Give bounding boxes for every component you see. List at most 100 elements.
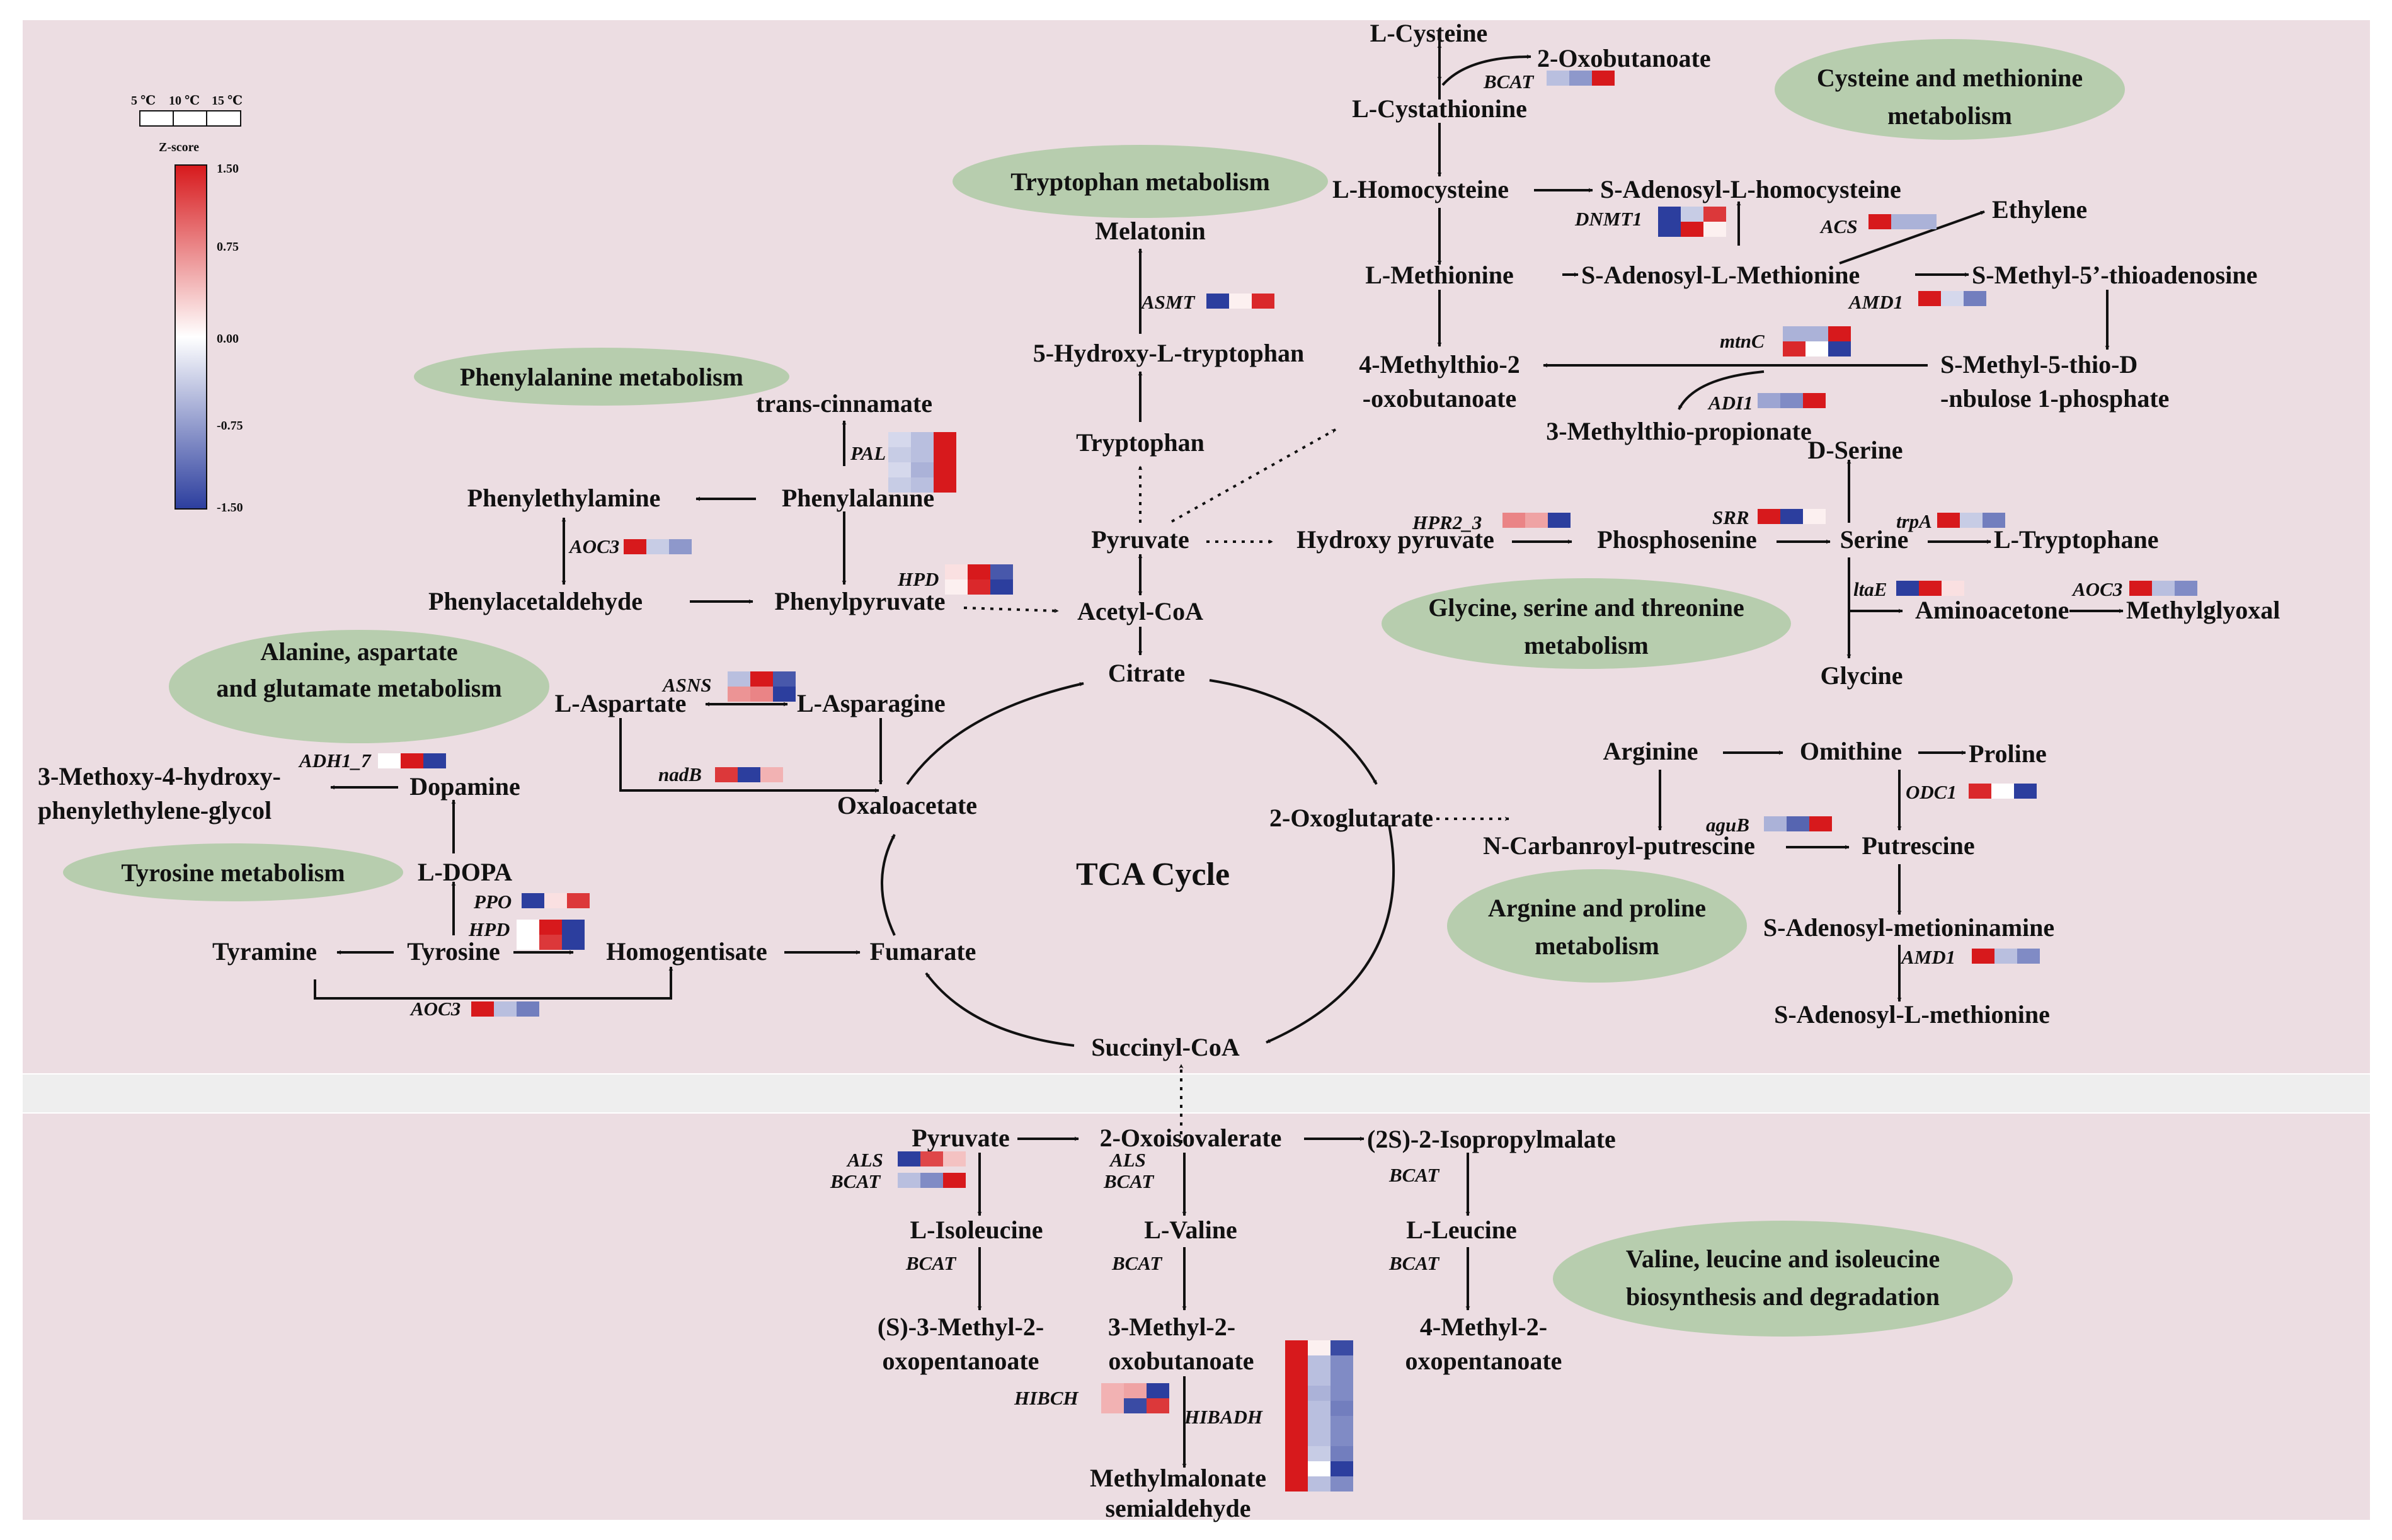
pathway-tryptophan: Tryptophan metabolism bbox=[1010, 168, 1270, 196]
node-l-cystathionine: L-Cystathionine bbox=[1352, 94, 1527, 123]
heatmap-cell bbox=[1229, 294, 1252, 309]
node-pyruvate: Pyruvate bbox=[1091, 525, 1189, 554]
node-carbamoyl-putrescine: N-Carbanroyl-putrescine bbox=[1483, 831, 1755, 860]
node-serine: Serine bbox=[1840, 525, 1909, 554]
heatmap-aoc3-tyr bbox=[471, 1001, 539, 1017]
heatmap-acs bbox=[1868, 214, 1937, 229]
heatmap-cell bbox=[1803, 393, 1826, 408]
pathway-phenylalanine: Phenylalanine metabolism bbox=[460, 363, 743, 391]
heatmap-cell bbox=[728, 671, 750, 687]
heatmap-cell bbox=[934, 447, 956, 462]
node-methyl-oxobutanoate-line1: 3-Methyl-2- bbox=[1108, 1313, 1235, 1341]
legend-temp-15: 15 ℃ bbox=[212, 94, 243, 108]
node-l-leucine: L-Leucine bbox=[1406, 1216, 1517, 1244]
enzyme-asns: ASNS bbox=[661, 674, 712, 696]
node-l-isoleucine: L-Isoleucine bbox=[910, 1216, 1043, 1244]
heatmap-cell bbox=[1964, 291, 1986, 306]
node-l-methionine: L-Methionine bbox=[1365, 261, 1514, 289]
node-l-dopa: L-DOPA bbox=[418, 858, 512, 886]
heatmap-cell bbox=[1942, 581, 1964, 596]
node-l-cysteine: L-Cysteine bbox=[1370, 19, 1488, 47]
heatmap-cell bbox=[1285, 1355, 1308, 1371]
enzyme-adi1: ADI1 bbox=[1707, 392, 1753, 414]
heatmap-cell bbox=[1828, 326, 1851, 341]
node-dopamine: Dopamine bbox=[409, 772, 520, 801]
heatmap-bcat-1 bbox=[898, 1173, 966, 1188]
legend-temp-5: 5 ℃ bbox=[131, 94, 156, 108]
heatmap-dnmt1 bbox=[1658, 207, 1726, 237]
node-oxaloacetate: Oxaloacetate bbox=[837, 791, 977, 819]
heatmap-cell bbox=[1803, 509, 1826, 524]
pathway-labels: Cysteine and methionine metabolism Trypt… bbox=[63, 39, 2125, 1337]
legend-colorbar bbox=[175, 164, 207, 510]
heatmap-cell bbox=[1941, 291, 1964, 306]
heatmap-cell bbox=[1308, 1446, 1330, 1461]
node-s-adenosyl-methioninamine: S-Adenosyl-metioninamine bbox=[1763, 913, 2054, 942]
heatmap-cell bbox=[1569, 71, 1592, 86]
tca-cycle-label: TCA Cycle bbox=[1076, 857, 1230, 893]
enzyme-als-1: ALS bbox=[846, 1149, 883, 1171]
heatmap-bcat-top bbox=[1547, 71, 1615, 86]
node-s-methyl-thio-d-line1: S-Methyl-5-thio-D bbox=[1940, 350, 2137, 379]
heatmap-cell bbox=[920, 1151, 943, 1166]
heatmap-hpd-tyr bbox=[517, 920, 585, 950]
enzyme-hpr2: HPR2_3 bbox=[1412, 511, 1482, 533]
legend-tick-low: -0.75 bbox=[217, 419, 243, 433]
legend-tick-zero: 0.00 bbox=[217, 332, 239, 346]
heatmap-cell bbox=[517, 920, 539, 935]
heatmap-cell bbox=[728, 687, 750, 702]
heatmap-cell bbox=[1681, 222, 1703, 237]
heatmap-cell bbox=[1206, 294, 1229, 309]
heatmap-trpa bbox=[1937, 513, 2005, 528]
heatmap-cell bbox=[990, 564, 1013, 579]
enzyme-hpd-phe: HPD bbox=[897, 568, 939, 590]
pathway-tyrosine: Tyrosine metabolism bbox=[121, 858, 345, 887]
node-methylmalonate-line2: semialdehyde bbox=[1105, 1494, 1250, 1522]
heatmap-cell bbox=[1783, 326, 1805, 341]
heatmap-cell bbox=[1285, 1431, 1308, 1446]
node-s-methyl-thio-d-line2: -nbulose 1-phosphate bbox=[1940, 384, 2169, 413]
heatmap-als-1 bbox=[898, 1151, 966, 1166]
heatmap-mtnc bbox=[1783, 326, 1851, 356]
enzyme-ltae: ltaE bbox=[1853, 578, 1887, 600]
node-s-methyl-thioadenosine: S-Methyl-5’-thioadenosine bbox=[1972, 261, 2257, 289]
heatmap-cell bbox=[1681, 207, 1703, 222]
heatmap-cell bbox=[888, 447, 911, 462]
enzyme-ppo: PPO bbox=[473, 891, 512, 913]
heatmap-cell bbox=[1101, 1398, 1124, 1413]
heatmap-cell bbox=[1330, 1386, 1353, 1401]
node-methylmalonate-line1: Methylmalonate bbox=[1090, 1464, 1266, 1492]
node-trans-cinnamate: trans-cinnamate bbox=[756, 389, 932, 418]
heatmap-cell bbox=[1285, 1476, 1308, 1492]
enzyme-hibadh: HIBADH bbox=[1184, 1406, 1263, 1428]
enzyme-bcat-1: BCAT bbox=[830, 1170, 881, 1192]
heatmap-cell bbox=[911, 462, 934, 477]
pathway-valine-line1: Valine, leucine and isoleucine bbox=[1626, 1245, 1940, 1273]
heatmap-cell bbox=[1758, 509, 1780, 524]
heatmap-cell bbox=[522, 893, 544, 908]
enzyme-bcat-2: BCAT bbox=[1103, 1170, 1154, 1192]
heatmap-cell bbox=[1330, 1355, 1353, 1371]
heatmap-cell bbox=[471, 1001, 494, 1017]
heatmap-cell bbox=[1960, 513, 1983, 528]
heatmap-odc1 bbox=[1969, 784, 2037, 799]
legend-temp-10: 10 ℃ bbox=[169, 94, 200, 108]
node-phenylpyruvate: Phenylpyruvate bbox=[774, 587, 945, 615]
heatmap-cell bbox=[943, 1151, 966, 1166]
heatmap-cell bbox=[1919, 581, 1942, 596]
heatmap-cell bbox=[1758, 393, 1780, 408]
node-methyl-oxopentanoate-line1: (S)-3-Methyl-2- bbox=[878, 1313, 1044, 1341]
heatmap-hibadh bbox=[1285, 1340, 1353, 1492]
enzyme-bcat-leu: BCAT bbox=[1388, 1252, 1439, 1274]
heatmap-cell bbox=[1969, 784, 1991, 799]
heatmap-cell bbox=[1308, 1371, 1330, 1386]
heatmap-cell bbox=[1809, 816, 1832, 831]
node-oxobutanoate: 2-Oxobutanoate bbox=[1537, 44, 1711, 72]
enzyme-aoc3-gly: AOC3 bbox=[2071, 578, 2122, 600]
heatmap-cell bbox=[1658, 207, 1681, 222]
pathway-alanine-line1: Alanine, aspartate bbox=[260, 637, 457, 666]
heatmap-cell bbox=[1124, 1398, 1147, 1413]
heatmap-cell bbox=[898, 1151, 920, 1166]
enzyme-bcat-3: BCAT bbox=[1388, 1164, 1439, 1186]
heatmap-cell bbox=[517, 935, 539, 950]
